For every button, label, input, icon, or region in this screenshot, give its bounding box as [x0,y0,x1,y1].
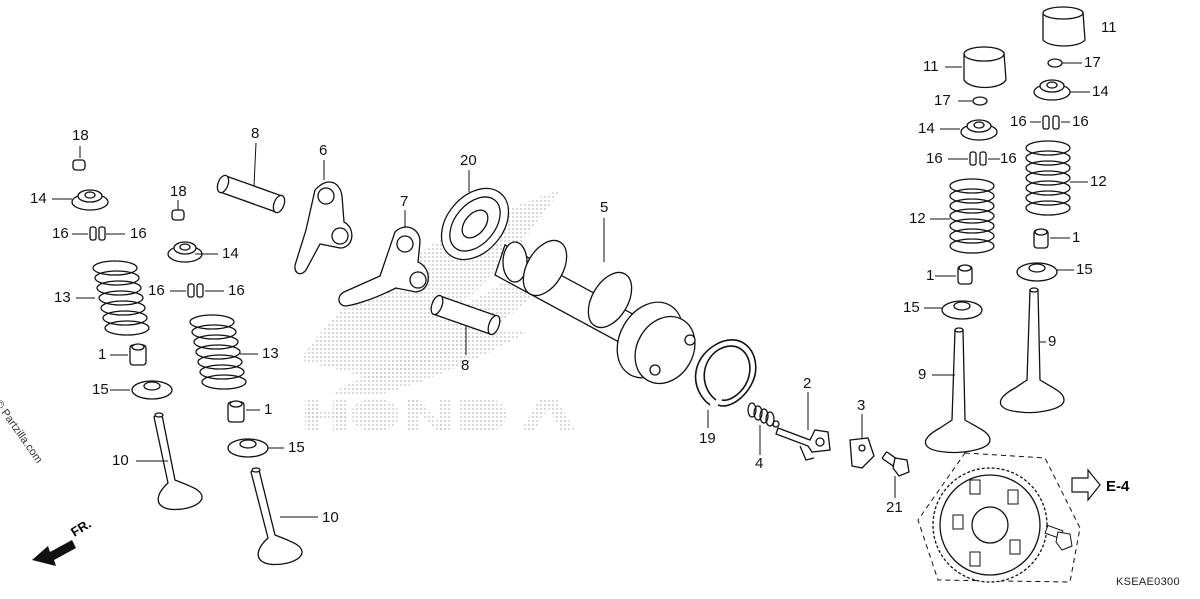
seal-1d [1033,228,1049,249]
callout-16: 16 [148,282,165,299]
honda-wing-watermark [300,190,570,395]
callout-1: 1 [264,401,273,418]
callout-14: 14 [222,245,239,262]
spring-seat-15c [941,300,983,320]
callout-10: 10 [322,509,339,526]
rocker-arm-7 [338,226,429,307]
bearing-20 [440,187,510,261]
shim-17b [1047,58,1063,68]
sprocket-bolt [1044,524,1073,551]
callout-11: 11 [923,58,939,75]
leader-lines [52,62,1090,518]
rocker-shaft-8b [430,294,501,336]
keeper-16a [89,226,106,241]
decomp-weight-3 [849,437,875,469]
keeper-16d [1042,115,1060,130]
rocker-arm-6 [294,181,353,275]
callout-12: 12 [909,210,926,227]
cotter-18b [171,209,185,221]
callout-16: 16 [52,225,69,242]
callout-8: 8 [461,357,470,374]
seal-1b [227,400,245,423]
bolt-21 [881,451,910,477]
seal-1a [129,343,147,366]
honda-text-watermark [305,398,576,432]
callout-20: 20 [460,152,477,169]
spring-seat-15b [227,438,269,458]
spring-seat-15a [131,380,173,400]
callout-13: 13 [262,345,279,362]
valve-9b [999,287,1065,414]
callout-18: 18 [72,127,89,144]
valve-10b [250,467,303,566]
retainer-14c [960,119,998,141]
valve-9a [924,327,991,454]
callout-14: 14 [1092,83,1109,100]
callout-16: 16 [926,150,943,167]
reference-arrow [1071,468,1101,502]
callout-17: 17 [934,92,951,109]
spring-13a [92,260,150,336]
cotter-18a [72,159,86,171]
callout-15: 15 [92,381,109,398]
callout-5: 5 [600,199,609,216]
callout-11: 11 [1101,19,1117,36]
callout-16: 16 [1010,113,1027,130]
callout-15: 15 [288,439,305,456]
callout-14: 14 [918,120,935,137]
spring-13b [189,314,247,390]
callout-10: 10 [112,452,129,469]
spring-4 [747,402,780,428]
seal-1c [957,264,973,285]
callout-9: 9 [1048,333,1057,350]
decomp-shaft-2 [775,427,831,461]
reference-label: E-4 [1106,478,1130,495]
callout-16: 16 [130,225,147,242]
callout-1: 1 [926,267,935,284]
keeper-16c [969,151,987,166]
callout-4: 4 [755,455,764,472]
circlip-19 [694,339,757,407]
spring-12b [1025,140,1071,216]
rocker-shaft-8a [216,174,286,214]
keeper-16b [187,283,204,298]
callout-21: 21 [886,499,903,516]
callout-13: 13 [54,289,71,306]
retainer-14d [1033,79,1071,101]
callout-16: 16 [1000,150,1017,167]
shim-17a [972,96,988,106]
callout-3: 3 [857,397,866,414]
diagram-code: KSEAE0300 [1116,576,1180,588]
callout-14: 14 [30,190,47,207]
camshaft-5 [494,239,696,385]
front-direction-arrow [32,540,76,566]
cam-sprocket [917,452,1081,583]
valve-10a [153,412,203,511]
tappet-11a [963,46,1007,89]
callout-8: 8 [251,125,260,142]
callout-2: 2 [803,375,812,392]
callout-16: 16 [228,282,245,299]
callout-1: 1 [1072,229,1081,246]
retainer-14b [167,241,203,263]
spring-seat-15d [1016,262,1058,282]
callout-15: 15 [903,299,920,316]
callout-6: 6 [319,142,328,159]
callout-12: 12 [1090,173,1107,190]
callout-19: 19 [699,430,716,447]
callout-18: 18 [170,183,187,200]
retainer-14a [71,189,109,211]
callout-9: 9 [918,366,927,383]
callout-1: 1 [98,346,107,363]
callout-16: 16 [1072,113,1089,130]
callout-15: 15 [1076,261,1093,278]
spring-12a [949,178,995,254]
callout-17: 17 [1084,54,1101,71]
callout-7: 7 [400,193,409,210]
tappet-11b [1042,6,1086,47]
